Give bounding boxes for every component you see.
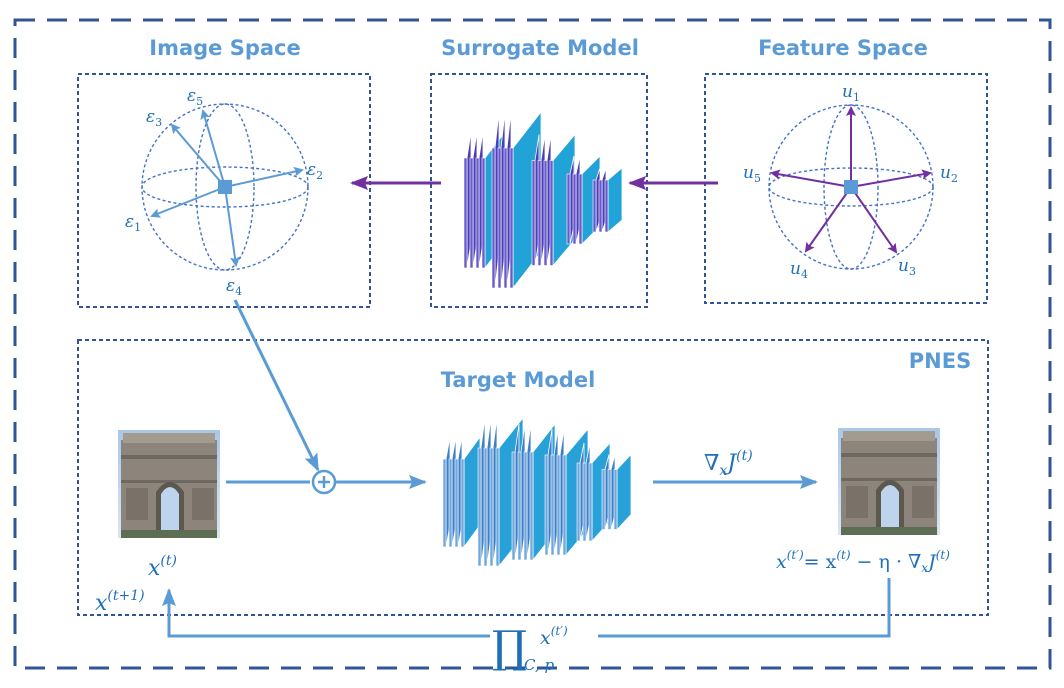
layer-slab-edge — [463, 157, 468, 269]
image-space-box — [77, 73, 371, 308]
target-model-title: Target Model — [441, 368, 596, 392]
layer-slab-edge — [483, 447, 488, 567]
vector-epsilon-1 — [150, 186, 226, 218]
projection-subscript: C, p — [524, 656, 554, 674]
feature-space-labels: u1 u2 u3 u4 u5 — [743, 82, 958, 281]
surrogate-model-box — [430, 73, 648, 308]
layer-slab-edge — [537, 160, 542, 266]
layer-slab-edge — [598, 179, 603, 233]
layer-slab-edge — [578, 173, 583, 245]
vector-epsilon-4 — [224, 186, 240, 267]
feature-space-box — [704, 73, 988, 304]
u-5-label: u5 — [743, 163, 761, 185]
layer-slab-edge — [550, 454, 555, 556]
arc-de-triomphe-icon — [841, 431, 937, 535]
image-space-center-point — [218, 180, 232, 194]
vector-epsilon-2 — [224, 166, 304, 188]
layer-slab-edge — [511, 451, 516, 561]
layer-slab-edge — [604, 179, 609, 233]
pnes-box — [77, 339, 989, 616]
layer-slab-edge — [442, 458, 447, 548]
target-model-layers — [442, 416, 632, 568]
layer-slab-edge — [562, 454, 567, 556]
vector-epsilon-5 — [200, 109, 226, 188]
epsilon-4-label: ε4 — [226, 276, 242, 298]
vector-u-3 — [850, 186, 898, 254]
layer-slab-edge — [592, 179, 597, 233]
input-image — [118, 430, 220, 538]
layer-slab-edge — [523, 451, 528, 561]
surrogate-model-layers — [463, 110, 623, 290]
layer-slab-edge — [495, 447, 500, 567]
x-t-plus-1-label: x(t+1) — [95, 588, 145, 616]
layer-slab — [607, 167, 623, 233]
layer-slab-edge — [489, 447, 494, 567]
layer-slab-edge — [454, 458, 459, 548]
u-1-label: u1 — [842, 82, 860, 104]
layer-slab-edge — [517, 451, 522, 561]
layer-slab-edge — [475, 157, 480, 269]
epsilon-1-label: ε1 — [125, 212, 141, 234]
projection-argument: x(t′) — [540, 624, 568, 649]
surrogate-model-title: Surrogate Model — [441, 36, 639, 60]
image-space-vectors — [150, 109, 304, 267]
epsilon-5-label: ε5 — [187, 86, 203, 108]
layer-slab-edge — [601, 469, 606, 530]
image-space-labels: ε1 ε2 ε3 ε4 ε5 — [125, 86, 323, 298]
layer-slab-edge — [556, 454, 561, 556]
vector-u-2 — [850, 169, 932, 188]
layer-slab-edge — [460, 458, 465, 548]
layer-slab-edge — [549, 160, 554, 266]
update-equation: x(t′)= x(t) − η · ∇xJ(t) — [776, 548, 950, 575]
layer-slab-edge — [491, 147, 496, 289]
layer-slab-edge — [543, 160, 548, 266]
image-space-title: Image Space — [149, 36, 300, 60]
layer-slab-edge — [607, 469, 612, 530]
u-2-label: u2 — [940, 163, 958, 185]
vector-epsilon-3 — [170, 123, 226, 188]
layer-slab-edge — [529, 451, 534, 561]
layer-slab-edge — [544, 454, 549, 556]
layer-slab-edge — [509, 147, 514, 289]
pnes-title: PNES — [909, 349, 971, 373]
layer-slab-edge — [582, 462, 587, 542]
layer-slab-edge — [448, 458, 453, 548]
u-4-label: u4 — [790, 259, 808, 281]
layer-slab — [616, 453, 632, 531]
layer-slab — [463, 435, 481, 549]
layer-slab-edge — [613, 469, 618, 530]
layer-slab-edge — [503, 147, 508, 289]
layer-slab-edge — [572, 173, 577, 245]
projection-loop-left — [162, 588, 490, 638]
layer-slab-edge — [588, 462, 593, 542]
vector-u-4 — [804, 186, 852, 253]
image-space-sphere — [141, 103, 309, 271]
feature-space-vectors — [770, 106, 932, 254]
gradient-label: ∇xJ(t) — [704, 448, 753, 479]
perturbation-arrow — [233, 299, 320, 472]
x-t-label: x(t) — [148, 553, 177, 581]
layer-slab-edge — [531, 160, 536, 266]
vector-u-5 — [770, 169, 852, 188]
feature-space-center-point — [844, 180, 858, 194]
projection-operator: ∏ — [492, 622, 527, 673]
layer-slab-edge — [469, 157, 474, 269]
layer-slab-edge — [481, 157, 486, 269]
layer-slab-edge — [576, 462, 581, 542]
outer-border — [13, 18, 1052, 670]
arc-de-triomphe-icon — [121, 433, 217, 538]
projection-loop-right — [598, 578, 891, 638]
layer-slab-edge — [566, 173, 571, 245]
epsilon-3-label: ε3 — [146, 107, 162, 129]
output-image — [838, 428, 940, 535]
plus-operator-icon — [311, 469, 337, 495]
layer-slab-edge — [477, 447, 482, 567]
epsilon-2-label: ε2 — [307, 160, 323, 182]
feature-space-title: Feature Space — [758, 36, 928, 60]
u-3-label: u3 — [898, 256, 916, 278]
layer-slab-edge — [497, 147, 502, 289]
